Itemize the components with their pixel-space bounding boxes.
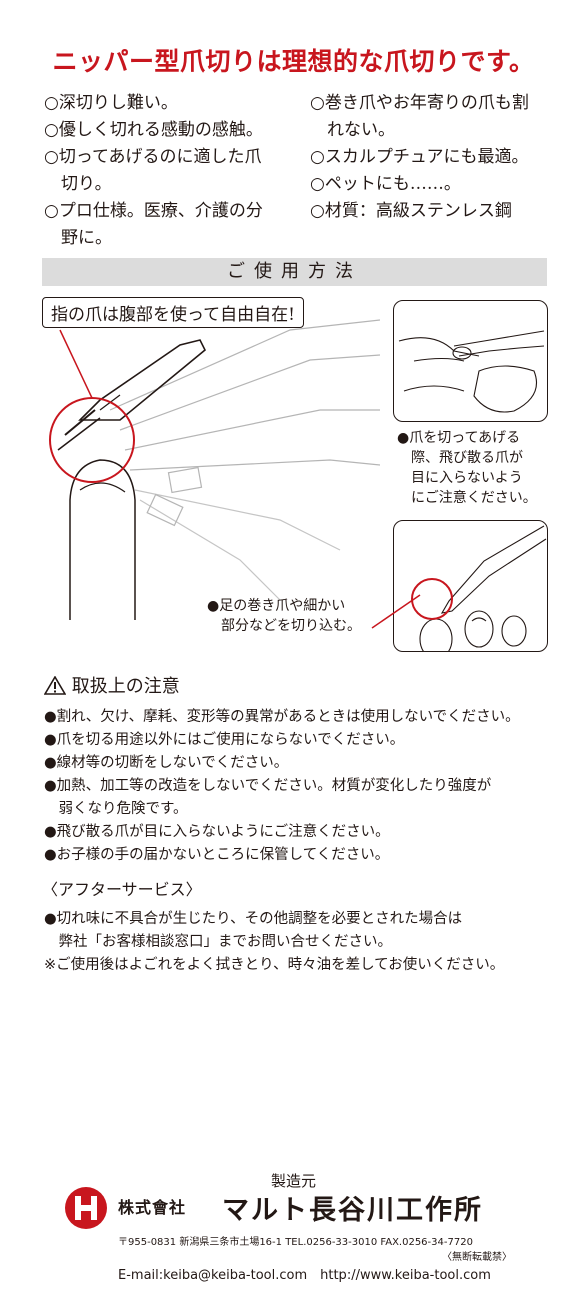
address: 〒955-0831 新潟県三条市土場16-1 TEL.0256-33-3010 … <box>118 1237 473 1248</box>
after-service-item: 弊社「お客様相談窓口」までお問い合せください。 <box>44 934 392 950</box>
feature-line: ○材質：高級ステンレス鋼 <box>310 201 512 221</box>
contact-line: E-mail:keiba@keiba-tool.com http://www.k… <box>118 1268 491 1283</box>
feature-line: 野に。 <box>44 228 112 248</box>
caption-line: ●爪を切ってあげる <box>397 430 521 446</box>
caution-item: ●爪を切る用途以外にはご使用にならないでください。 <box>44 732 405 748</box>
caution-item: ●加熱、加工等の改造をしないでください。材質が変化したり強度が <box>44 778 492 794</box>
toe-nail-illustration <box>393 520 548 652</box>
company-prefix: 株式會社 <box>118 1198 187 1217</box>
caring-hands-illustration <box>393 300 548 422</box>
caution-item: 弱くなり危険です。 <box>44 801 188 817</box>
callout-label: 指の爪は腹部を使って自由自在! <box>42 297 304 328</box>
caution-list: ●割れ、欠け、摩耗、変形等の異常があるときは使用しないでください。 ●爪を切る用… <box>44 706 520 867</box>
after-service-item: ※ご使用後はよごれをよく拭きとり、時々油を差してお使いください。 <box>44 957 505 973</box>
hand-nipper-illustration <box>49 319 380 620</box>
no-reprint-notice: 〈無断転載禁〉 <box>442 1252 512 1263</box>
feature-line: ○切ってあげるのに適した爪 <box>44 147 262 167</box>
feature-line: ○プロ仕様。医療、介護の分 <box>44 201 263 221</box>
caption-line: 目に入らないよう <box>397 470 523 486</box>
warning-triangle-icon <box>43 675 67 695</box>
after-service-list: ●切れ味に不具合が生じたり、その他調整を必要とされた場合は 弊社「お客様相談窓口… <box>44 908 504 977</box>
howto-title: ご使用方法 <box>227 261 362 282</box>
maker-label: 製造元 <box>270 1172 316 1190</box>
caution-title: 取扱上の注意 <box>71 676 180 697</box>
caption-line: ●足の巻き爪や細かい <box>207 598 346 614</box>
company-logo <box>65 1187 107 1229</box>
feature-line: れない。 <box>310 120 395 140</box>
caption-care: ●爪を切ってあげる 際、飛び散る爪が 目に入らないよう にご注意ください。 <box>397 428 537 508</box>
after-service-item: ●切れ味に不具合が生じたり、その他調整を必要とされた場合は <box>44 911 463 927</box>
caution-heading: 取扱上の注意 <box>43 672 180 698</box>
caption-line: にご注意ください。 <box>397 490 537 506</box>
caution-item: ●お子様の手の届かないところに保管してください。 <box>44 847 390 863</box>
feature-line: ○深切りし難い。 <box>44 93 178 113</box>
feature-line: ○巻き爪やお年寄りの爪も割 <box>310 93 529 113</box>
headline: ニッパー型爪切りは理想的な爪切りです。 <box>52 47 535 76</box>
toe-pointer-line <box>371 594 421 629</box>
howto-band <box>42 258 547 286</box>
caution-item: ●飛び散る爪が目に入らないようにご注意ください。 <box>44 824 390 840</box>
feature-line: ○ペットにも……。 <box>310 174 461 194</box>
caption-line: 際、飛び散る爪が <box>397 450 523 466</box>
caption-line: 部分などを切り込む。 <box>207 618 361 634</box>
feature-line: ○優しく切れる感動の感触。 <box>44 120 263 140</box>
caption-toe: ●足の巻き爪や細かい 部分などを切り込む。 <box>207 596 361 636</box>
feature-line: 切り。 <box>44 174 112 194</box>
after-service-title: 〈アフターサービス〉 <box>42 880 202 899</box>
caution-item: ●線材等の切断をしないでください。 <box>44 755 289 771</box>
company-name: マルト長谷川工作所 <box>222 1195 483 1226</box>
features-right: ○巻き爪やお年寄りの爪も割 れない。 ○スカルプチュアにも最適。 ○ペットにも…… <box>310 90 529 225</box>
caution-item: ●割れ、欠け、摩耗、変形等の異常があるときは使用しないでください。 <box>44 709 520 725</box>
feature-line: ○スカルプチュアにも最適。 <box>310 147 529 167</box>
features-left: ○深切りし難い。 ○優しく切れる感動の感触。 ○切ってあげるのに適した爪 切り。… <box>44 90 263 252</box>
